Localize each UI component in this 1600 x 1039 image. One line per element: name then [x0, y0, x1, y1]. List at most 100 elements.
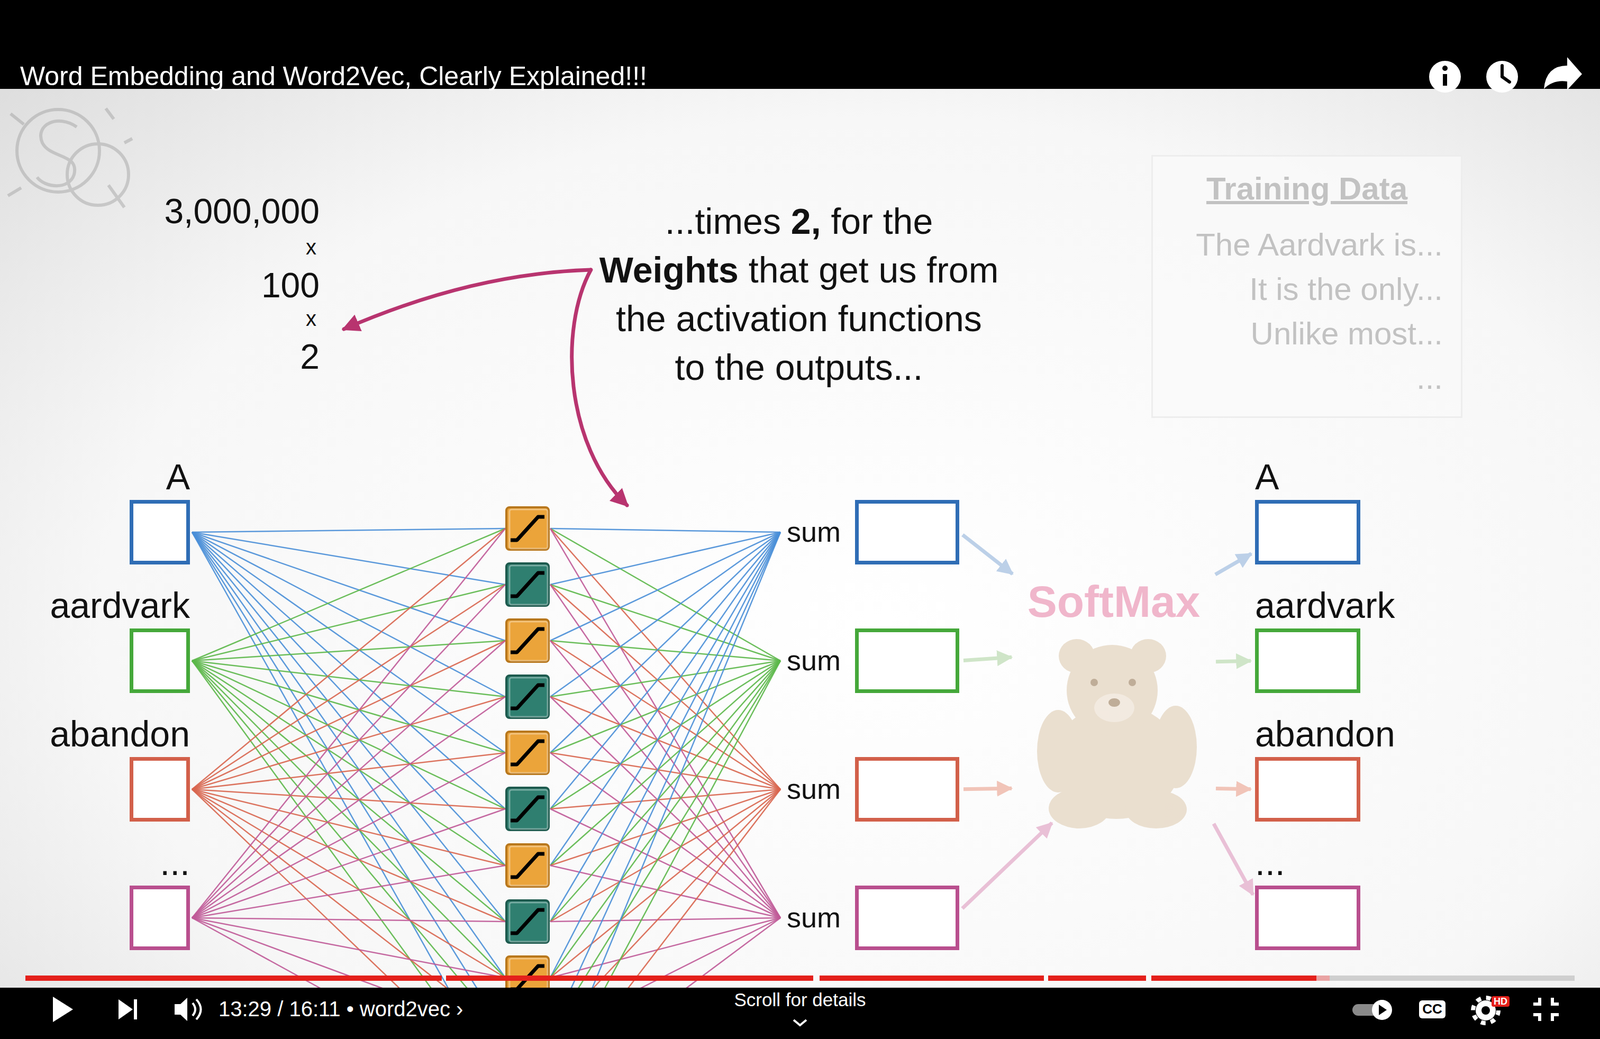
word-label: ... [1255, 842, 1286, 883]
weight-wire [550, 696, 781, 918]
weight-wire [192, 660, 506, 978]
weight-wire [192, 917, 506, 978]
out-square [1255, 628, 1361, 694]
identity-activation-icon-part [510, 853, 545, 878]
channel-logo-part [67, 143, 129, 206]
identity-activation-icon-part [506, 844, 549, 887]
scroll-hint: Scroll for details [734, 989, 867, 1011]
weight-wire [192, 532, 506, 753]
time-display: 13:29 / 16:11 • word2vec › [218, 996, 463, 1022]
progress-bar-part [446, 975, 814, 981]
weight-wire [192, 532, 506, 809]
captions-button: CC [1419, 1000, 1446, 1019]
input-word-box: abandon [49, 713, 190, 822]
weight-wire [550, 528, 781, 533]
identity-activation-icon-part [506, 900, 549, 943]
identity-activation-icon-part [506, 619, 549, 662]
weight-wire [192, 696, 506, 790]
identity-activation-icon-part [510, 573, 545, 597]
weight-wire [192, 532, 506, 697]
identity-activation-icon-part [510, 741, 545, 765]
output-word-box: ... [1255, 842, 1361, 951]
weight-wire [192, 808, 506, 918]
teddy-bear [1037, 639, 1197, 829]
sum-square [855, 628, 960, 694]
progress-bar-part [1048, 975, 1147, 981]
in-square [129, 757, 190, 822]
weight-wire [192, 752, 506, 790]
input-word-box: aardvark [49, 585, 190, 694]
word-label: ... [159, 842, 190, 883]
weight-wire [550, 917, 781, 922]
sum-box: sum [786, 500, 960, 565]
identity-activation-icon-part [510, 910, 545, 934]
weight-wire [550, 532, 781, 585]
player-controls-part [1378, 1004, 1387, 1016]
teddy-bear-part [1128, 678, 1136, 687]
weight-wire [550, 532, 781, 866]
identity-activation-icon-part [509, 621, 548, 661]
identity-activation-icon [506, 787, 549, 831]
weight-wire [192, 584, 506, 918]
progress-bar-part [25, 975, 442, 981]
weight-wire [550, 532, 781, 1039]
progress-bar-part [819, 975, 1044, 981]
callout-word: get [818, 249, 879, 290]
callout-line: Weights that get us from [599, 245, 999, 295]
weight-wire [192, 865, 506, 918]
weight-wire [550, 917, 781, 978]
callout-note: ...times 2, for the Weights that get us … [599, 196, 999, 392]
weight-wire [192, 789, 506, 809]
weight-wire [192, 640, 506, 661]
weight-wire [550, 660, 781, 978]
weight-wire [550, 696, 781, 790]
weight-wire [192, 528, 506, 918]
sum-label: sum [786, 902, 841, 934]
progress-bar-part [1316, 975, 1330, 981]
sum-box: sum [786, 757, 960, 822]
top-bar-icons-part [1442, 65, 1448, 71]
weight-wires [192, 528, 781, 1039]
times-sign: x [305, 306, 317, 331]
callout-word: the [615, 298, 676, 339]
identity-activation-icon [506, 731, 549, 775]
in-square [129, 500, 190, 565]
top-bar-icons [1429, 57, 1583, 93]
identity-activation-icon-part [506, 675, 549, 718]
callout-word: that [748, 249, 819, 290]
identity-activation-icon-part [506, 787, 549, 831]
identity-activation-icon-part [509, 509, 548, 549]
weight-wire [550, 789, 781, 809]
sum-square [855, 885, 960, 951]
top-bar-icons-part [1442, 74, 1448, 86]
count-number: 100 [261, 265, 320, 306]
identity-activation-icon [506, 507, 549, 550]
flow-arrow [1213, 823, 1253, 895]
sum-box: sum [786, 628, 960, 694]
softmax-node: SoftMax [1015, 576, 1212, 821]
teddy-bear-part [1094, 693, 1135, 723]
count-number: 2 [300, 337, 320, 378]
identity-activation-icon [506, 563, 549, 606]
weight-wire [550, 789, 781, 978]
weight-wire [192, 528, 506, 790]
identity-activation-icon-part [506, 507, 549, 550]
callout-word: ...times [665, 201, 792, 242]
callout-word: Weights [599, 249, 749, 290]
count-number: 3,000,000 [164, 191, 320, 232]
callout-word: the [714, 347, 775, 388]
flow-arrow [962, 823, 1052, 909]
player-controls-part [1481, 1006, 1490, 1015]
identity-activation-icon [506, 900, 549, 943]
identity-activation-icon-part [506, 731, 549, 775]
channel-logo-part [7, 108, 133, 196]
input-word-box: A [129, 456, 190, 565]
player-controls-part [174, 997, 188, 1022]
weight-wire [550, 789, 781, 922]
input-word-box: ... [129, 842, 190, 951]
teddy-bear-part [1125, 790, 1187, 829]
player-controls-part [196, 999, 202, 1020]
sum-label: sum [786, 773, 841, 805]
out-square [1255, 885, 1361, 951]
weight-wire [550, 528, 781, 661]
